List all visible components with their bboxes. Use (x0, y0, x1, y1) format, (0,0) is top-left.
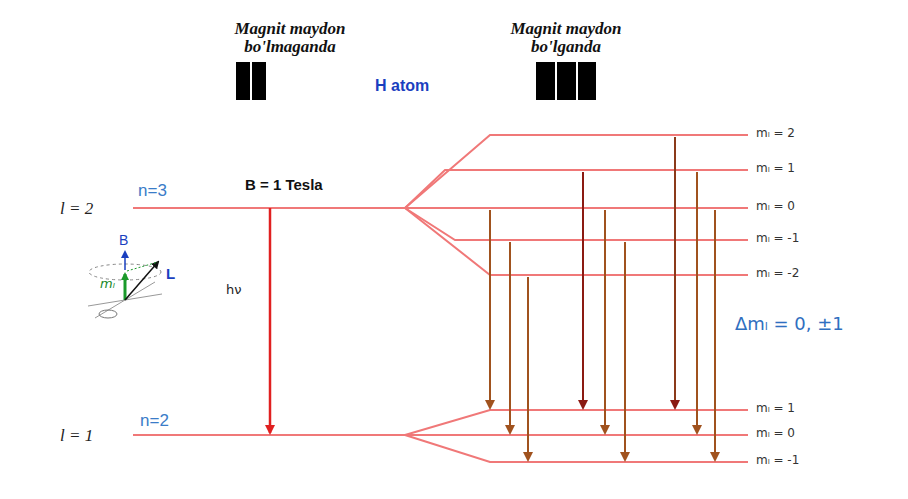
atom-label: H atom (375, 77, 429, 95)
field-label: B = 1 Tesla (245, 176, 323, 193)
photon-label: hν (226, 283, 242, 298)
header-text: Magnit maydon bo'lganda (486, 20, 646, 56)
h-nu-arrow (269, 208, 272, 433)
quantum-number: n=3 (138, 181, 167, 201)
sublevel-label: mₗ = 0 (756, 427, 795, 441)
quantum-number: n=2 (140, 411, 169, 431)
spectrum-lines (236, 62, 596, 100)
vector-label: B (119, 232, 128, 248)
selection-rule: Δmₗ = 0, ±1 (735, 314, 844, 335)
header-text: Magnit maydon bo'lmaganda (210, 20, 370, 56)
sublevel-label: mₗ = 1 (756, 162, 795, 176)
sublevel-label: mₗ = -1 (756, 232, 799, 246)
vector-label: L (166, 265, 175, 282)
vector-model (88, 252, 162, 318)
quantum-number: l = 2 (60, 199, 93, 219)
sublevel-label: mₗ = -2 (756, 267, 799, 281)
energy-levels (133, 135, 748, 462)
sublevel-label: mₗ = -1 (756, 454, 799, 468)
vector-label: mₗ (100, 277, 115, 292)
sublevel-label: mₗ = 0 (756, 200, 795, 214)
zeeman-transitions (490, 137, 715, 460)
sublevel-label: mₗ = 1 (756, 402, 795, 416)
sublevel-label: mₗ = 2 (756, 127, 795, 141)
quantum-number: l = 1 (60, 426, 93, 446)
